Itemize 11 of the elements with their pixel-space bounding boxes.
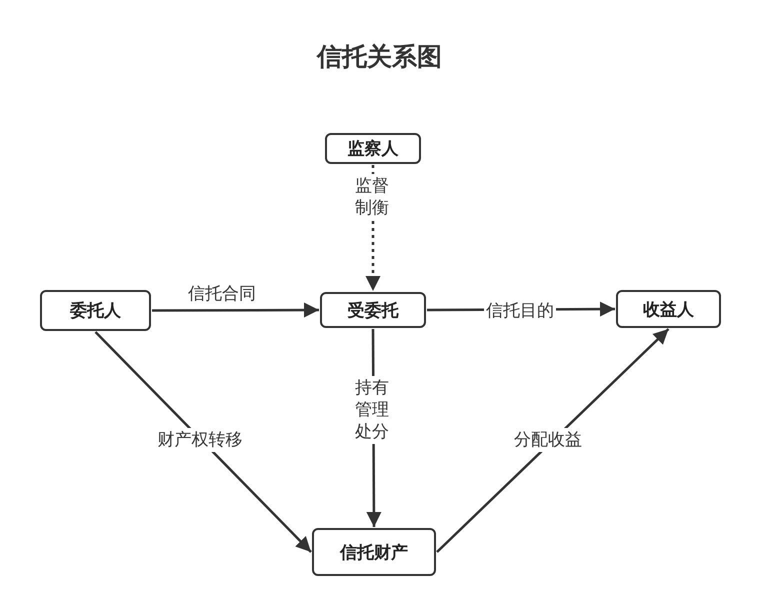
arrow: [94, 331, 312, 553]
edge-label: 财产权转移: [156, 428, 244, 452]
diagram-title: 信托关系图: [315, 41, 443, 73]
edge-label: 分配收益: [512, 428, 584, 452]
process-box: 收益人: [616, 290, 721, 328]
process-box: 监察人: [325, 133, 421, 164]
process-box: 信托财产: [312, 528, 436, 576]
arrow: [436, 328, 670, 553]
process-box: 受委托: [320, 292, 426, 328]
process-box: 委托人: [40, 290, 151, 331]
arrow: [152, 302, 319, 318]
